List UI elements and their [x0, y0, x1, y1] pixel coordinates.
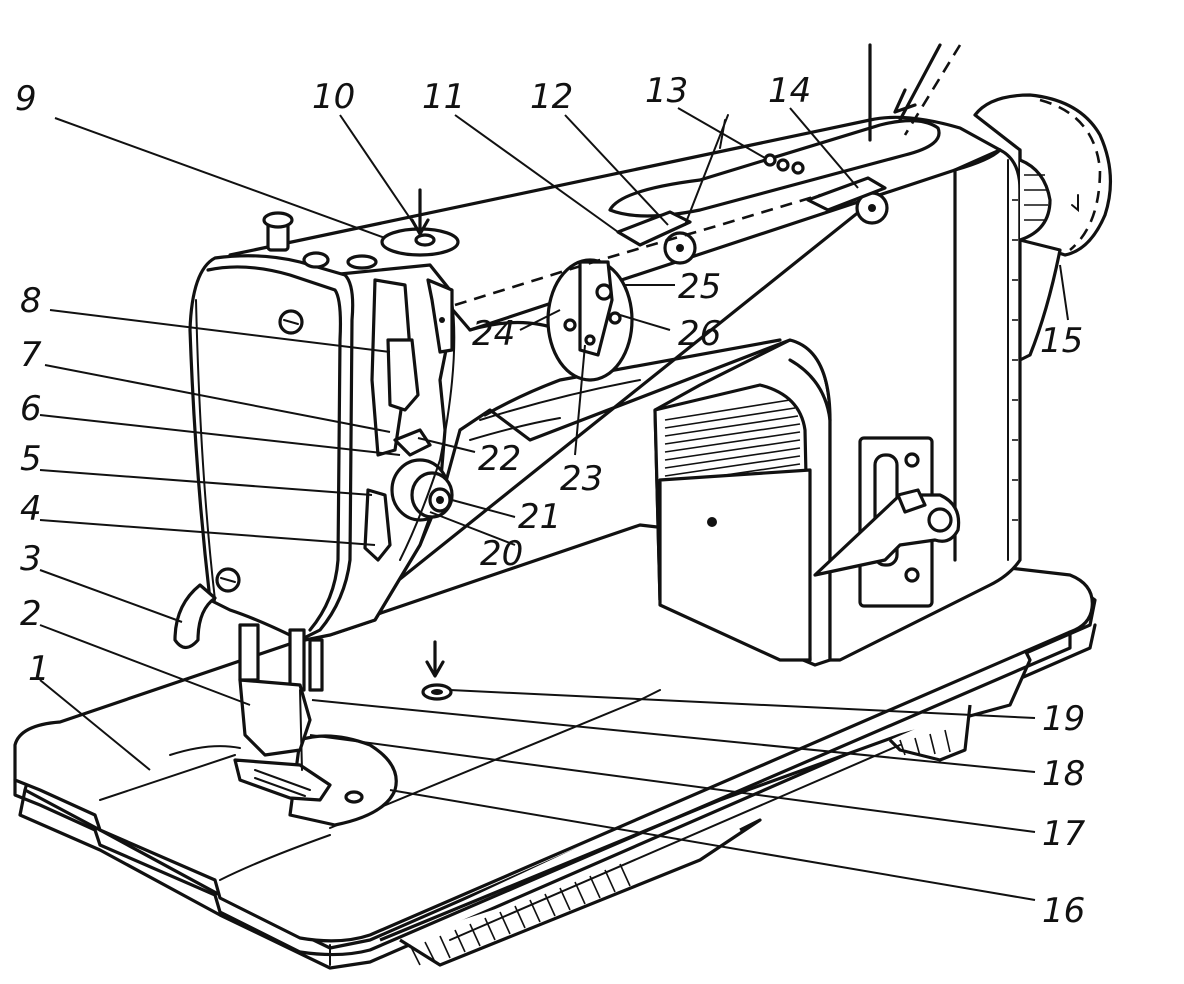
- callout-10: 10: [312, 77, 355, 117]
- callout-6: 6: [20, 389, 42, 429]
- presser-foot-assembly: [233, 623, 332, 802]
- callout-5: 5: [20, 439, 42, 479]
- handwheel: [973, 93, 1113, 362]
- callout-16: 16: [1042, 891, 1085, 931]
- callout-7: 7: [20, 335, 42, 375]
- callout-26: 26: [678, 314, 721, 354]
- callout-19: 19: [1042, 699, 1085, 739]
- callout-3: 3: [20, 539, 42, 579]
- machine-arm: [228, 115, 1022, 667]
- callout-22: 22: [478, 439, 521, 479]
- oil-hole: [421, 640, 453, 701]
- callout-13: 13: [645, 71, 688, 111]
- needle-plate: [169, 734, 398, 827]
- callout-labels: 9 10 11 12 13 14 15 8 7 6 5 4 3 2 1 22 2…: [15, 71, 1086, 931]
- bobbin-winder: [813, 436, 961, 608]
- callout-1: 1: [28, 649, 50, 689]
- callout-2: 2: [20, 594, 42, 634]
- callout-11: 11: [422, 77, 465, 117]
- top-thread-guides: [380, 43, 962, 561]
- callout-12: 12: [530, 77, 573, 117]
- callout-14: 14: [768, 71, 811, 111]
- callout-25: 25: [678, 267, 721, 307]
- callout-21: 21: [518, 497, 561, 537]
- callout-4: 4: [20, 489, 42, 529]
- callout-23: 23: [560, 459, 603, 499]
- callout-20: 20: [480, 534, 523, 574]
- callout-17: 17: [1042, 814, 1086, 854]
- callout-9: 9: [15, 79, 37, 119]
- callout-15: 15: [1040, 321, 1083, 361]
- leader-lines: [39, 107, 1069, 901]
- needle-bar-head: [173, 211, 454, 650]
- callout-18: 18: [1042, 754, 1085, 794]
- callout-8: 8: [20, 281, 42, 321]
- callout-24: 24: [472, 314, 515, 354]
